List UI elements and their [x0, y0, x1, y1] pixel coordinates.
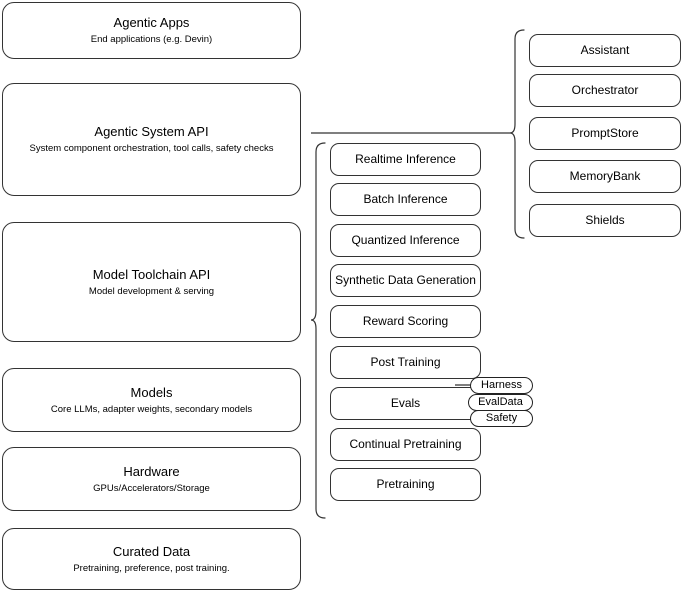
chip-label: Realtime Inference [355, 152, 456, 166]
chip-label: Pretraining [376, 477, 435, 491]
chip-label: Orchestrator [571, 83, 639, 97]
toolchain-chip-reward-scoring[interactable]: Reward Scoring [330, 305, 481, 338]
layer-card-model-toolchain-api[interactable]: Model Toolchain API Model development & … [2, 222, 301, 342]
layer-card-agentic-apps[interactable]: Agentic Apps End applications (e.g. Devi… [2, 2, 301, 59]
system-chip-shields[interactable]: Shields [529, 204, 681, 237]
layer-card-hardware[interactable]: Hardware GPUs/Accelerators/Storage [2, 447, 301, 511]
toolchain-chip-batch-inference[interactable]: Batch Inference [330, 183, 481, 216]
layer-title: Agentic System API [94, 124, 209, 139]
system-chip-memorybank[interactable]: MemoryBank [529, 160, 681, 193]
toolchain-chip-evals[interactable]: Evals [330, 387, 481, 420]
layer-subtitle: GPUs/Accelerators/Storage [93, 482, 210, 494]
badge-label: EvalData [478, 396, 523, 408]
layer-card-models[interactable]: Models Core LLMs, adapter weights, secon… [2, 368, 301, 432]
eval-badge-evaldata[interactable]: EvalData [468, 394, 533, 411]
chip-label: Batch Inference [363, 192, 448, 206]
chip-label: Continual Pretraining [349, 437, 462, 451]
layer-card-agentic-system-api[interactable]: Agentic System API System component orch… [2, 83, 301, 196]
eval-badge-harness[interactable]: Harness [470, 377, 533, 394]
system-chip-promptstore[interactable]: PromptStore [529, 117, 681, 150]
toolchain-chip-quantized-inference[interactable]: Quantized Inference [330, 224, 481, 257]
layer-title: Hardware [123, 463, 180, 479]
toolchain-chip-realtime-inference[interactable]: Realtime Inference [330, 143, 481, 176]
badge-label: Harness [481, 379, 522, 391]
chip-label: Shields [585, 213, 625, 227]
layer-title: Model Toolchain API [92, 266, 211, 282]
chip-label: Quantized Inference [351, 233, 460, 247]
layer-subtitle: Pretraining, preference, post training. [73, 562, 230, 574]
layer-title: Models [130, 384, 173, 400]
chip-label: Evals [390, 396, 421, 410]
layer-title: Agentic Apps [113, 15, 190, 30]
layer-subtitle: System component orchestration, tool cal… [29, 143, 274, 154]
toolchain-chip-post-training[interactable]: Post Training [330, 346, 481, 379]
layer-subtitle: Model development & serving [88, 285, 215, 297]
toolchain-chip-pretraining[interactable]: Pretraining [330, 468, 481, 501]
chip-label: Post Training [370, 355, 441, 369]
toolchain-chip-synthetic-data-generation[interactable]: Synthetic Data Generation [330, 264, 481, 297]
layer-subtitle: Core LLMs, adapter weights, secondary mo… [50, 403, 253, 415]
system-chip-orchestrator[interactable]: Orchestrator [529, 74, 681, 107]
eval-badge-safety[interactable]: Safety [470, 410, 533, 427]
badge-label: Safety [485, 412, 518, 424]
system-chip-assistant[interactable]: Assistant [529, 34, 681, 67]
chip-label: PromptStore [571, 126, 639, 140]
layer-title: Curated Data [112, 543, 191, 559]
layer-subtitle: End applications (e.g. Devin) [90, 34, 213, 45]
layer-card-curated-data[interactable]: Curated Data Pretraining, preference, po… [2, 528, 301, 590]
toolchain-chip-continual-pretraining[interactable]: Continual Pretraining [330, 428, 481, 461]
chip-label: Reward Scoring [362, 314, 449, 328]
chip-label: MemoryBank [569, 169, 641, 183]
chip-label: Assistant [580, 43, 630, 57]
chip-label: Synthetic Data Generation [335, 273, 476, 287]
